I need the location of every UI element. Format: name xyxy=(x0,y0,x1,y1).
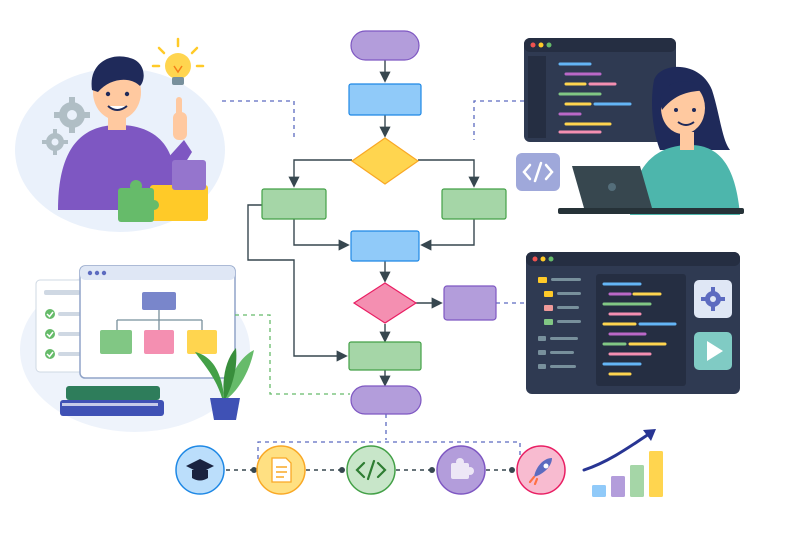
gear-icon xyxy=(694,280,732,318)
puzzle-block xyxy=(150,185,208,221)
raised-hand xyxy=(173,112,187,140)
progress-timeline xyxy=(175,445,566,495)
folder-icon xyxy=(538,277,547,283)
gear-icon xyxy=(54,97,90,133)
books-icon xyxy=(60,386,164,416)
developer-hair xyxy=(91,56,144,92)
flow-merge-node xyxy=(350,230,420,262)
puzzle-icon xyxy=(118,180,159,222)
flow-end-node xyxy=(350,385,422,415)
folder-icon xyxy=(544,305,553,311)
rocket-icon xyxy=(516,445,566,495)
code-tag-icon xyxy=(516,153,560,191)
checklist-panel xyxy=(35,279,91,373)
flowchart xyxy=(247,30,507,415)
growth-bar xyxy=(592,485,606,497)
growth-chart xyxy=(582,429,663,497)
file-tree xyxy=(538,277,581,369)
thinking-developer-group xyxy=(15,37,225,232)
growth-bar xyxy=(611,476,625,497)
code-icon xyxy=(346,445,396,495)
check-icon xyxy=(45,329,55,339)
folder-icon xyxy=(544,319,553,325)
coder-group xyxy=(516,38,744,215)
graduation-cap-icon xyxy=(175,445,225,495)
diagram-board xyxy=(79,265,236,379)
folder-icon xyxy=(544,291,553,297)
growth-bar xyxy=(649,451,663,497)
document-icon xyxy=(256,445,306,495)
plant-icon xyxy=(195,348,254,420)
coder-sweater xyxy=(630,145,740,215)
code-editor-window-top xyxy=(524,38,676,142)
puzzle-icon xyxy=(436,445,486,495)
check-icon xyxy=(45,309,55,319)
check-icon xyxy=(45,349,55,359)
growth-arrow xyxy=(582,430,654,472)
dashed-connectors xyxy=(222,100,526,467)
flow-process-node xyxy=(348,341,422,371)
flow-process-node xyxy=(348,83,422,116)
flow-start-node xyxy=(350,30,420,61)
flow-right-branch-node xyxy=(441,188,507,220)
growth-bar xyxy=(630,465,644,497)
diagram-board-group xyxy=(20,265,254,432)
puzzle-block xyxy=(172,160,206,190)
flow-side-output-node xyxy=(443,285,497,321)
code-pane xyxy=(596,274,686,386)
flowchart-connectors xyxy=(247,60,480,387)
ide-window xyxy=(526,252,740,394)
play-icon xyxy=(694,332,732,370)
flow-decision-node xyxy=(350,137,420,185)
light-bulb-icon xyxy=(151,37,205,85)
flow-left-branch-node xyxy=(261,188,327,220)
gear-icon xyxy=(42,129,68,155)
flow-decision-node xyxy=(352,282,418,324)
laptop-icon xyxy=(558,166,744,214)
